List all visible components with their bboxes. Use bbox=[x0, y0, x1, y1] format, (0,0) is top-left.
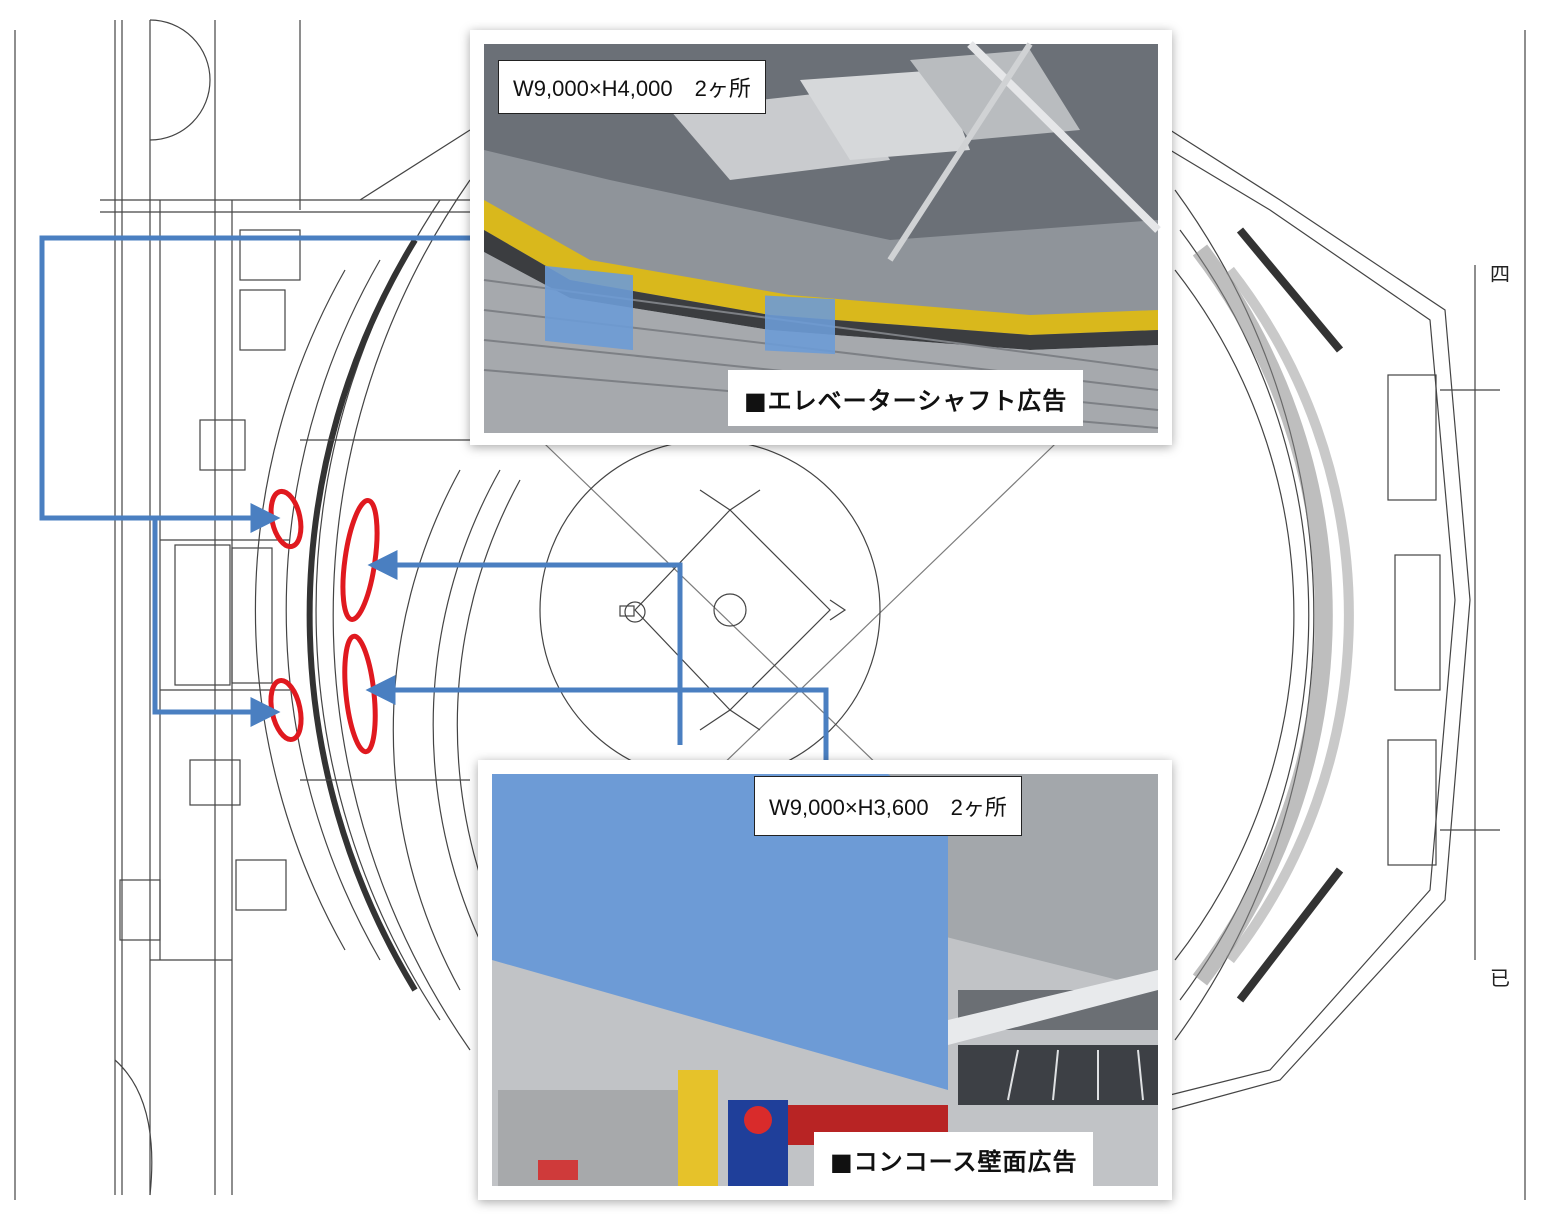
elevator-spec-label: W9,000×H4,000 2ヶ所 bbox=[498, 60, 766, 114]
elevator-connector-lower bbox=[152, 518, 281, 727]
elevator-ad-area-right bbox=[765, 295, 835, 355]
elevator-ad-area-left bbox=[545, 265, 633, 351]
side-label-top: 四 bbox=[1490, 262, 1510, 286]
connector-lines bbox=[39, 235, 829, 765]
plan-drawing bbox=[14, 19, 1526, 1200]
concourse-marker-lower bbox=[342, 633, 378, 755]
concourse-connector-lower bbox=[365, 675, 829, 765]
concourse-connector-upper bbox=[367, 550, 683, 745]
elevator-caption: ■エレベーターシャフト広告 bbox=[728, 370, 1084, 426]
concourse-wall-photo-card: W9,000×H3,600 2ヶ所 ■コンコース壁面広告 bbox=[478, 760, 1172, 1200]
concourse-wall-photo bbox=[492, 774, 1158, 1186]
elevator-shaft-photo-card: W9,000×H4,000 2ヶ所 ■エレベーターシャフト広告 bbox=[470, 30, 1172, 445]
side-label-bottom: 已 bbox=[1490, 966, 1510, 990]
elevator-shaft-photo bbox=[483, 41, 1161, 433]
concourse-spec-label: W9,000×H3,600 2ヶ所 bbox=[754, 776, 1022, 836]
concourse-caption: ■コンコース壁面広告 bbox=[814, 1132, 1094, 1186]
elevator-marker-lower bbox=[268, 678, 304, 742]
concourse-marker-upper bbox=[340, 498, 380, 622]
concourse-ad-area bbox=[492, 774, 948, 1090]
highlight-markers bbox=[268, 488, 380, 755]
